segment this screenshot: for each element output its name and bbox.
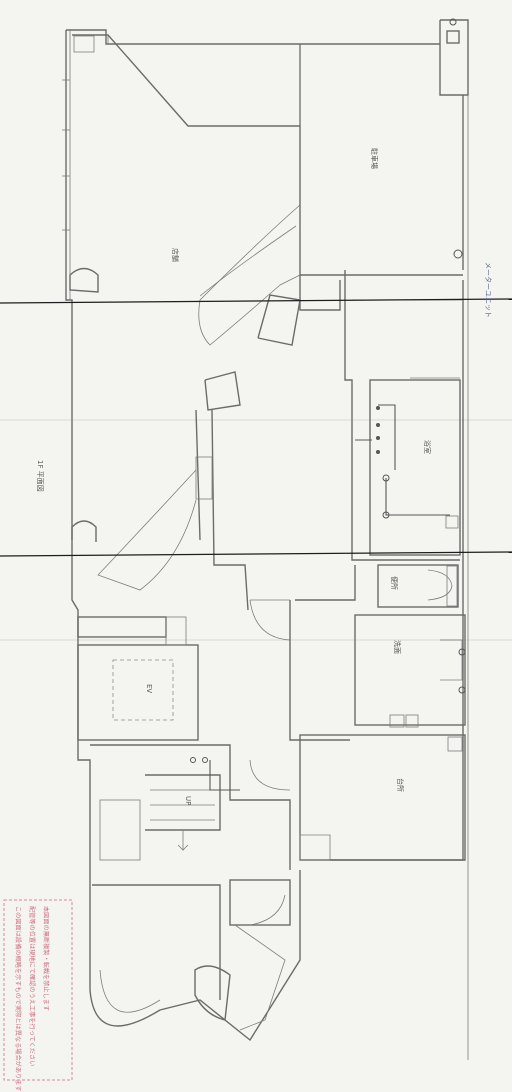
handwritten-meter-note: メーターユニット — [484, 262, 493, 318]
piping-symbols — [190, 18, 466, 791]
ev-stair-zone: EV UP — [77, 616, 291, 1031]
stair-up-marker: UP — [184, 796, 192, 805]
room-label-parking: 駐車場 — [370, 148, 379, 169]
stamp-line-3: 本図面の無断複製・転載を禁止します — [42, 906, 50, 1011]
store-zone: 店舗 駐車場 — [62, 34, 379, 542]
room-label-toilet: 便所 — [390, 576, 399, 590]
room-label-store: 店舗 — [171, 248, 180, 262]
kitchen-zone: 台所 — [249, 734, 466, 861]
stamp-line-2: 配管等の位置は現地にて確認のうえ工事を行ってください — [28, 906, 36, 1066]
stamp-line-1: この図面は設備の概略を示すもので実際とは異なる場合があります — [14, 906, 22, 1092]
reference-line-upper — [0, 298, 512, 304]
disclaimer-stamp: この図面は設備の概略を示すもので実際とは異なる場合があります 配管等の位置は現地… — [3, 899, 73, 1092]
room-label-ev: EV — [145, 684, 153, 693]
room-label-wash: 洗面 — [393, 640, 402, 654]
reference-line-lower — [0, 551, 512, 557]
room-label-bath: 浴室 — [423, 440, 432, 454]
wet-area: 浴室 便所 洗面 — [340, 270, 466, 728]
sheet-title: 1F 平面図 — [36, 460, 44, 492]
outer-walls — [65, 19, 469, 1060]
room-label-kitchen: 台所 — [396, 778, 405, 792]
central-partitions — [97, 294, 356, 741]
